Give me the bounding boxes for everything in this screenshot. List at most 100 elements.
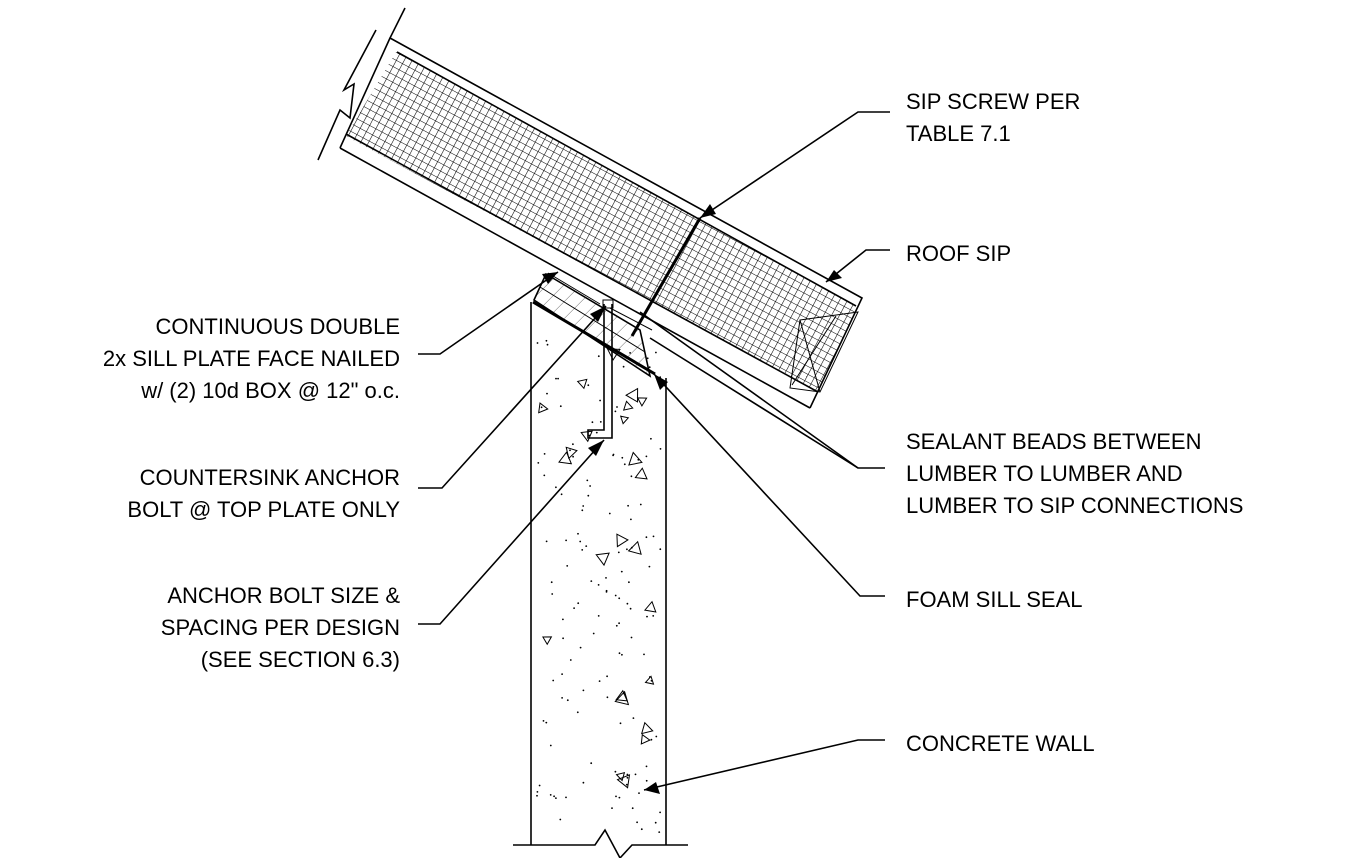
concrete-dot (536, 794, 538, 797)
concrete-wall (513, 302, 688, 860)
concrete-dot (620, 570, 623, 573)
concrete-dot (614, 410, 617, 413)
concrete-dot (550, 581, 553, 584)
concrete-stipple (536, 339, 662, 833)
concrete-dot (632, 717, 635, 719)
aggregate-triangle (628, 451, 643, 466)
concrete-dot (630, 518, 632, 521)
roof-sip (317, 7, 864, 409)
concrete-dot (608, 512, 611, 515)
concrete-dot (614, 770, 617, 773)
concrete-dot (655, 735, 658, 738)
concrete-dot (597, 355, 600, 358)
label-sill-plate-line2: 2x SILL PLATE FACE NAILED (103, 346, 400, 371)
label-foam-seal: FOAM SILL SEAL (906, 587, 1082, 612)
concrete-dot (645, 455, 648, 458)
concrete-dot (648, 565, 651, 568)
aggregate-triangle (565, 446, 578, 460)
concrete-dot (606, 696, 609, 699)
concrete-dot (634, 773, 637, 776)
concrete-dot (582, 689, 585, 692)
concrete-dot (648, 366, 651, 369)
label-sealant-line1: SEALANT BEADS BETWEEN (906, 429, 1201, 454)
concrete-dot (615, 624, 618, 627)
concrete-dot (616, 406, 618, 408)
concrete-dot (595, 431, 598, 434)
concrete-dot (576, 711, 579, 714)
concrete-dot (572, 455, 574, 458)
label-anchor-bolt: ANCHOR BOLT SIZE & SPACING PER DESIGN (S… (161, 583, 401, 672)
aggregate-triangle (595, 552, 610, 567)
concrete-dot (562, 637, 564, 640)
label-concrete-wall: CONCRETE WALL (906, 731, 1095, 756)
concrete-dot (612, 453, 615, 456)
concrete-dot (551, 593, 554, 595)
concrete-dot (621, 456, 624, 459)
concrete-dot (590, 762, 593, 765)
label-foam-seal-line1: FOAM SILL SEAL (906, 587, 1082, 612)
concrete-dot (617, 551, 620, 554)
aggregate-triangle (542, 636, 553, 646)
aggregate-triangle (644, 675, 655, 685)
label-countersink-line2: BOLT @ TOP PLATE ONLY (127, 497, 400, 522)
concrete-dot (618, 622, 620, 625)
anchor-bolt (587, 299, 614, 439)
concrete-dot (659, 548, 662, 551)
concrete-dot (606, 675, 608, 678)
concrete-dot (549, 744, 552, 747)
label-roof-sip-line1: ROOF SIP (906, 241, 1011, 266)
concrete-dot (557, 377, 559, 380)
concrete-dot (549, 794, 552, 796)
concrete-dot (645, 765, 648, 768)
concrete-dot (626, 548, 628, 551)
aggregate-triangle (636, 397, 648, 407)
label-sill-plate-line1: CONTINUOUS DOUBLE (156, 314, 400, 339)
concrete-dot (645, 536, 648, 539)
concrete-dot (561, 673, 563, 675)
concrete-dot (565, 539, 567, 542)
label-sealant: SEALANT BEADS BETWEEN LUMBER TO LUMBER A… (906, 429, 1243, 518)
label-anchor-bolt-line2: SPACING PER DESIGN (161, 615, 400, 640)
concrete-dot (586, 479, 589, 482)
label-sill-plate-line3: w/ (2) 10d BOX @ 12" o.c. (140, 378, 400, 403)
concrete-dot (618, 796, 621, 799)
concrete-dot (553, 795, 555, 798)
concrete-dot (573, 607, 575, 609)
aggregate-triangle (625, 387, 639, 403)
concrete-dot (582, 505, 585, 507)
concrete-dot (640, 828, 643, 831)
concrete-dot (623, 463, 626, 466)
label-sip-screw-line1: SIP SCREW PER (906, 89, 1080, 114)
aggregate-triangle (616, 533, 629, 548)
concrete-dot (569, 449, 571, 452)
concrete-dot (652, 535, 655, 538)
concrete-dot (626, 602, 629, 605)
concrete-dot (626, 776, 629, 779)
concrete-dot (545, 339, 548, 342)
concrete-dot (645, 779, 648, 782)
aggregate-triangle (619, 415, 630, 425)
concrete-dot (589, 485, 591, 487)
concrete-dot (598, 680, 601, 682)
aggregate-triangle (538, 402, 549, 414)
concrete-dot (572, 443, 574, 446)
sill-plates (532, 272, 656, 378)
concrete-dot (639, 503, 642, 506)
concrete-dot (537, 462, 540, 464)
label-sip-screw-line2: TABLE 7.1 (906, 121, 1011, 146)
concrete-dot (559, 405, 562, 408)
label-sip-screw: SIP SCREW PER TABLE 7.1 (906, 89, 1080, 146)
concrete-dot (629, 607, 632, 610)
label-anchor-bolt-line1: ANCHOR BOLT SIZE & (167, 583, 400, 608)
concrete-dot (618, 652, 621, 655)
concrete-dot (569, 659, 572, 661)
concrete-dot (579, 646, 582, 649)
concrete-dot (659, 448, 662, 450)
aggregate-triangle (615, 772, 626, 782)
label-countersink: COUNTERSINK ANCHOR BOLT @ TOP PLATE ONLY (127, 465, 400, 522)
concrete-dot (545, 540, 548, 543)
concrete-dot (652, 615, 655, 617)
concrete-dot (628, 581, 630, 584)
concrete-dot (559, 818, 562, 821)
